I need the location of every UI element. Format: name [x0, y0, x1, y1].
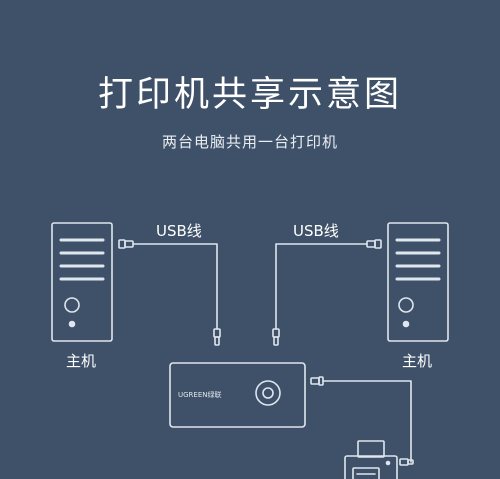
usb-sharing-switch-icon	[169, 362, 306, 428]
right-pc-label: 主机	[402, 352, 433, 370]
diagram-title: 打印机共享示意图	[97, 75, 402, 115]
printer-icon	[344, 440, 398, 479]
right-cable-label: USB线	[293, 222, 339, 240]
right-usb-cable-icon	[272, 239, 382, 346]
right-computer-icon	[387, 222, 449, 342]
left-pc-label: 主机	[66, 352, 97, 370]
left-cable-label: USB线	[156, 222, 202, 240]
left-computer-icon	[51, 222, 113, 342]
left-usb-cable-icon	[118, 239, 221, 346]
diagram-subtitle: 两台电脑共用一台打印机	[161, 133, 338, 151]
switch-brand-logo: UGREEN绿联	[178, 390, 222, 399]
printer-usb-cable-icon	[310, 376, 414, 466]
